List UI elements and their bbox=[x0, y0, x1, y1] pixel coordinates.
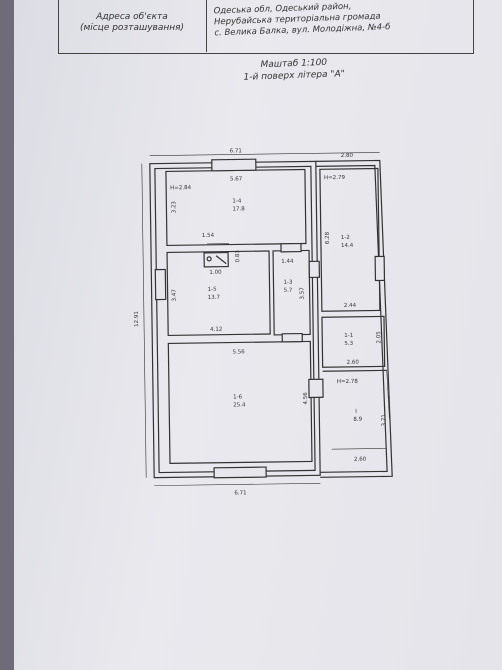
stove-burner bbox=[206, 256, 212, 262]
dim-room2-h: 3.47 bbox=[172, 289, 178, 302]
dim-veranda-w: 2.60 bbox=[354, 457, 367, 463]
dim-left: 12.91 bbox=[134, 311, 140, 327]
address-label-line-1: Адреса об'єкта bbox=[96, 12, 168, 22]
dim-line-bottom bbox=[154, 483, 321, 486]
height-veranda: H=2.78 bbox=[337, 379, 359, 385]
room-1-5-area: 13.7 bbox=[208, 295, 221, 301]
dim-top: 6.71 bbox=[230, 148, 242, 154]
inner-wall-right bbox=[315, 164, 388, 473]
dim-room1-h: 3.23 bbox=[171, 201, 177, 214]
dim-top-right: 2.80 bbox=[341, 153, 354, 159]
room-I-area: 8.9 bbox=[353, 417, 362, 423]
door-4 bbox=[308, 378, 324, 399]
dim-stove: 1.54 bbox=[202, 233, 215, 239]
room-1-3-label: 1-3 bbox=[283, 280, 293, 286]
dim-room2-side: 0.83 bbox=[235, 250, 241, 263]
room-1-6 bbox=[167, 340, 313, 465]
door-1 bbox=[280, 242, 302, 253]
dim-hall-w: 1.44 bbox=[281, 259, 294, 265]
room-1-1-area: 5.3 bbox=[344, 341, 353, 347]
room-1-5 bbox=[166, 250, 271, 337]
room-1-4-area: 17.8 bbox=[232, 206, 245, 212]
stove bbox=[203, 251, 229, 268]
room-1-3-area: 5.7 bbox=[284, 288, 293, 294]
window-top bbox=[211, 158, 257, 172]
stove-line bbox=[215, 255, 227, 265]
room-1-1 bbox=[321, 315, 386, 368]
room-1-2 bbox=[319, 167, 381, 312]
dim-line-veranda bbox=[386, 370, 390, 419]
room-1-5-label: 1-5 bbox=[208, 287, 218, 293]
room-1-4-label: 1-4 bbox=[232, 198, 242, 204]
height-room1: H=2.84 bbox=[170, 185, 192, 191]
dim-veranda-h: 3.71 bbox=[381, 414, 387, 426]
dim-line-veranda-w bbox=[331, 448, 387, 450]
room-1-6-label: 1-6 bbox=[233, 394, 243, 400]
room-1-6-area: 25.4 bbox=[233, 402, 246, 408]
header-divider bbox=[206, 0, 207, 52]
dim-room2-w: 4.12 bbox=[210, 327, 222, 333]
window-right bbox=[374, 255, 386, 282]
height-room3: H=2.79 bbox=[324, 175, 346, 181]
dim-room1-w: 5.67 bbox=[230, 176, 243, 182]
dim-room5-h: 2.05 bbox=[376, 331, 382, 344]
dim-room3-w: 2.44 bbox=[344, 303, 357, 309]
door-3 bbox=[308, 260, 321, 279]
veranda-wall bbox=[322, 369, 387, 372]
address-label: Адреса об'єкта (місце розташування) bbox=[60, 12, 204, 34]
dim-room2-inner: 1.00 bbox=[209, 270, 222, 276]
dim-room6-w: 5.56 bbox=[232, 349, 245, 355]
room-I-label: I bbox=[355, 409, 357, 415]
dim-room6-h: 4.56 bbox=[303, 392, 309, 405]
window-left bbox=[154, 268, 167, 301]
dim-bottom: 6.71 bbox=[234, 490, 246, 496]
room-1-2-label: 1-2 bbox=[341, 235, 350, 241]
document-page: Адреса об'єкта (місце розташування) Одес… bbox=[14, 0, 502, 670]
window-bottom bbox=[213, 466, 267, 479]
dim-room3-h: 6.28 bbox=[325, 231, 331, 244]
address-label-line-2: (місце розташування) bbox=[79, 23, 185, 33]
dim-line-top bbox=[149, 153, 316, 156]
room-1-1-label: 1-1 bbox=[344, 333, 353, 339]
dim-line-top-right bbox=[315, 152, 380, 154]
dim-hall-h: 3.57 bbox=[300, 287, 306, 300]
outer-wall-right bbox=[315, 159, 393, 478]
door-2 bbox=[281, 332, 303, 343]
room-1-2-area: 14.4 bbox=[341, 243, 354, 249]
dim-line-left bbox=[141, 163, 147, 478]
header-table bbox=[58, 0, 474, 54]
dim-room5-w: 2.60 bbox=[347, 360, 360, 366]
